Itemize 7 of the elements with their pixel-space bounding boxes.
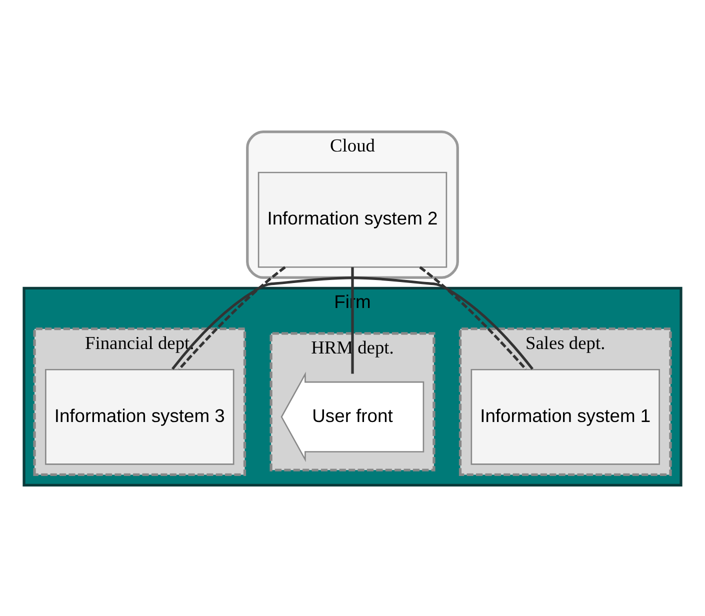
node-box: Information system 2 xyxy=(258,171,448,268)
connector xyxy=(178,266,286,370)
node-box: Information system 3 xyxy=(45,368,234,464)
connector xyxy=(419,266,527,370)
node-box: Information system 1 xyxy=(470,368,660,464)
connector xyxy=(171,276,534,370)
connector xyxy=(351,266,354,374)
